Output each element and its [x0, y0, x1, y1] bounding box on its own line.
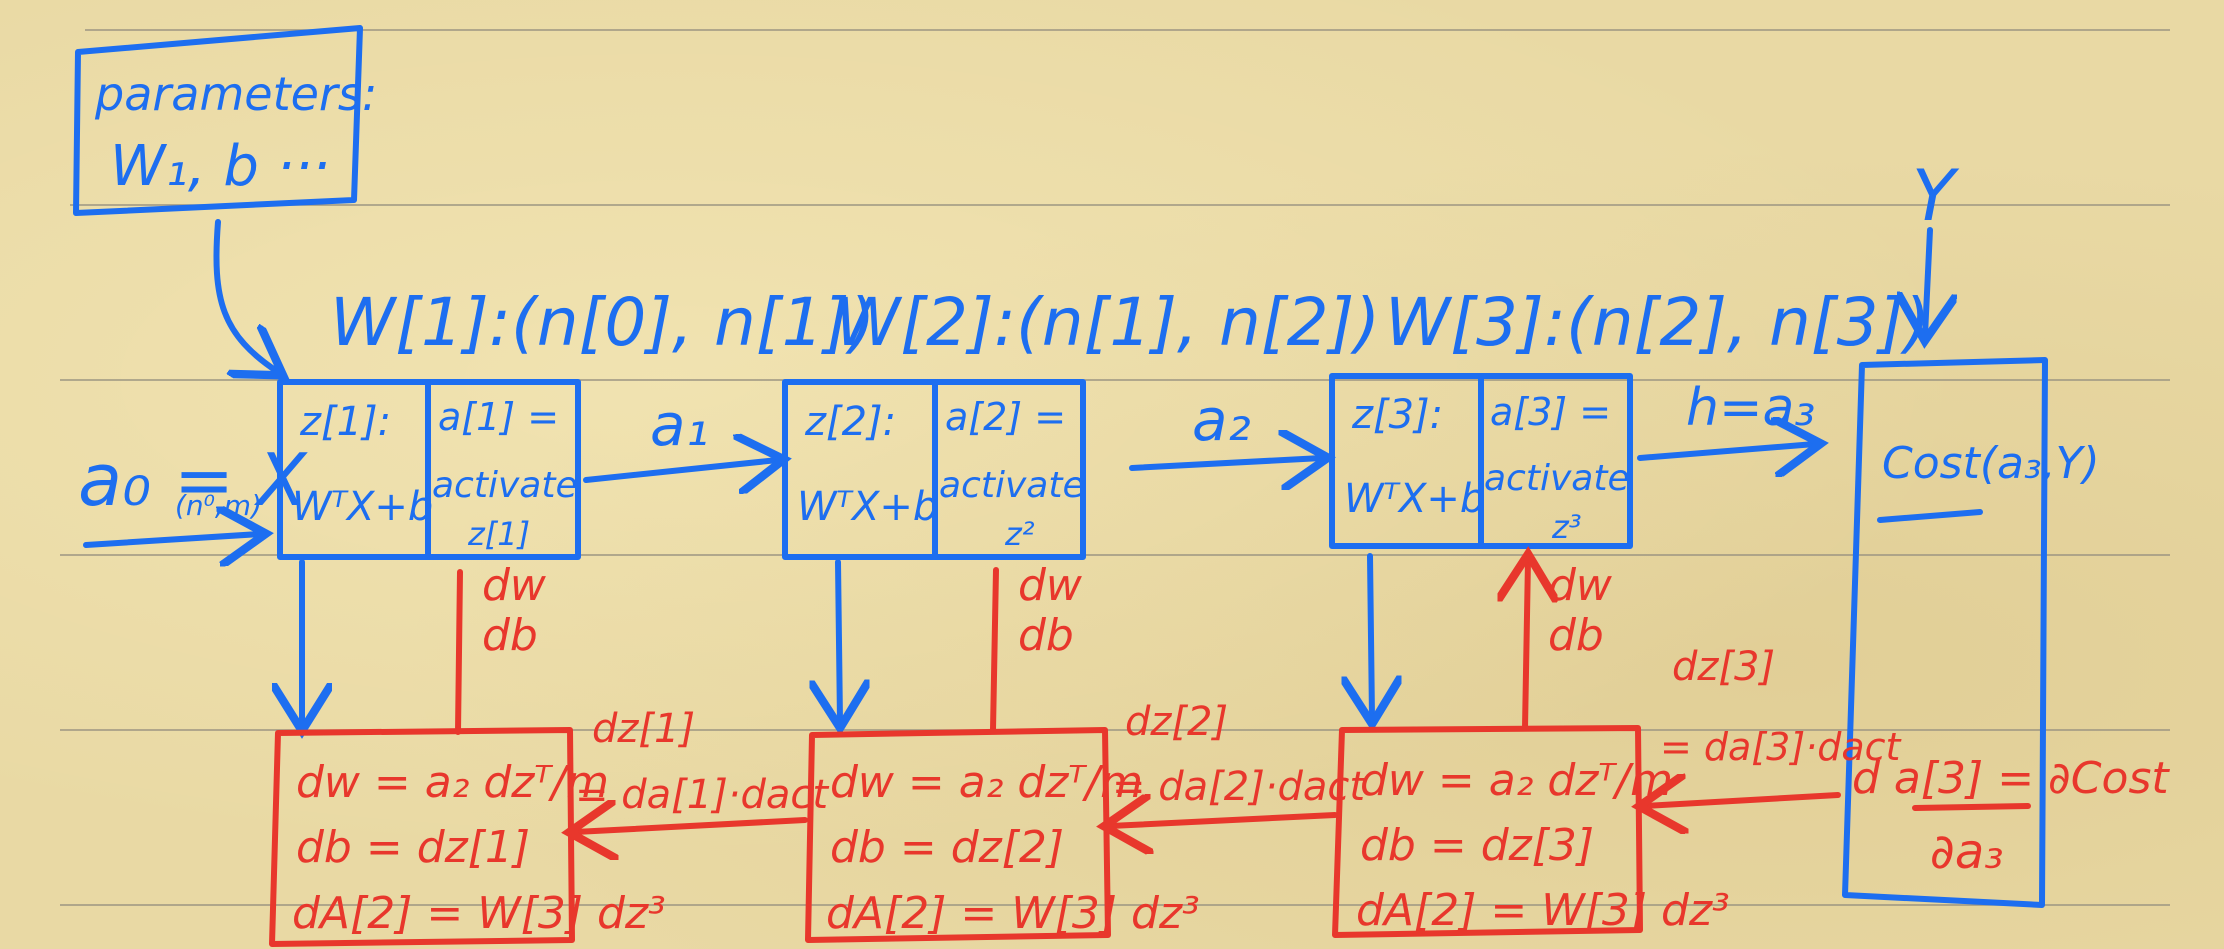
backward-dA-1: dA[2] = W[3] dz³	[292, 888, 666, 939]
cost-box: Y Cost(a₃,Y) d a[3] = ∂Cost ∂a₃	[1842, 155, 2170, 908]
cache-arrows	[302, 553, 1372, 725]
z-def-top-2: z[2]:	[804, 399, 896, 445]
dz-bottom-1: = da[1]·dact	[575, 772, 829, 818]
backward-db-2: db = dz[2]	[830, 822, 1064, 873]
grad-db-2: db	[1018, 610, 1074, 661]
z-def-bottom-3: WᵀX+b	[1344, 476, 1485, 522]
backward-arrow-3	[1645, 795, 1841, 806]
dz-top-2: dz[2]	[1125, 699, 1228, 745]
a-def-mid-1: activate	[432, 465, 578, 506]
target-label: Y	[1912, 155, 1960, 237]
dz-bottom-2: = da[2]·dact	[1112, 764, 1366, 810]
forward-layer-1: W[1]:(n[0], n[1]) z[1]: WᵀX+b a[1] = act…	[277, 284, 875, 560]
backward-box-2	[805, 727, 1111, 943]
backward-box-1	[269, 727, 575, 947]
grad-db-3: db	[1548, 610, 1604, 661]
cache-arrow-3	[1370, 553, 1372, 718]
forward-layer-2: W[2]:(n[1], n[2]) z[2]: WᵀX+b a[2] = act…	[782, 284, 1380, 560]
cost-deriv-top: d a[3] = ∂Cost	[1852, 753, 2170, 804]
grad-dw-3: dw	[1548, 560, 1613, 611]
dz-top-3: dz[3]	[1672, 644, 1775, 690]
backward-dw-2: dw = a₂ dzᵀ/m	[830, 757, 1143, 808]
forward-arrows: a₁ a₂ h=a₃	[583, 378, 1815, 480]
backward-block-2: dw = a₂ dzᵀ/m db = dz[2] dA[2] = W[3] dz…	[805, 727, 1200, 943]
weight-shape-2: W[2]:(n[1], n[2])	[835, 284, 1380, 361]
a-def-mid-2: activate	[939, 465, 1085, 506]
grad-line-2	[990, 567, 999, 733]
dz-top-1: dz[1]	[592, 706, 695, 752]
backward-db-1: db = dz[1]	[296, 822, 530, 873]
a-def-mid-3: activate	[1484, 458, 1630, 499]
a-def-bottom-3: z³	[1551, 508, 1582, 546]
backward-arrow-2	[1110, 815, 1338, 826]
a-def-bottom-2: z²	[1004, 515, 1035, 553]
params-to-layer1-arrow	[213, 219, 278, 372]
a-def-top-1: a[1] =	[438, 395, 559, 439]
grad-dw-2: dw	[1018, 560, 1083, 611]
z-def-bottom-2: WᵀX+b	[797, 484, 938, 530]
z-def-top-1: z[1]:	[299, 399, 391, 445]
grad-dw-1: dw	[482, 560, 547, 611]
a-def-top-3: a[3] =	[1490, 390, 1611, 434]
dz-bottom-3: = da[3]·dact	[1660, 725, 1903, 769]
input-dims: (n⁰,m)	[175, 489, 262, 522]
input-block: a₀ = X (n⁰,m)	[78, 438, 308, 545]
forward-arrow-2	[1129, 458, 1322, 468]
cache-arrow-2	[838, 559, 840, 722]
grad-db-1: db	[482, 610, 538, 661]
forward-arrow-label-1: a₁	[650, 391, 709, 459]
forward-layer-3: W[3]:(n[2], n[3]) z[3]: WᵀX+b a[3] = act…	[1329, 284, 1930, 549]
dz-links: dz[1] = da[1]·dact dz[2] = da[2]·dact dz…	[575, 644, 1903, 832]
target-arrow	[1925, 227, 1930, 335]
z-def-top-3: z[3]:	[1351, 392, 1443, 438]
parameters-values: W₁, b ···	[110, 134, 330, 199]
grad-line-1	[455, 569, 463, 735]
backward-block-3: dw = a₂ dzᵀ/m db = dz[3] dA[2] = W[3] dz…	[1332, 725, 1730, 938]
cost-box-outline	[1842, 357, 2048, 908]
backward-db-3: db = dz[3]	[1360, 820, 1594, 871]
forward-arrow-1	[583, 460, 778, 480]
cost-label: Cost(a₃,Y)	[1882, 438, 2100, 489]
backward-dA-3: dA[2] = W[3] dz³	[1356, 885, 1730, 936]
gradient-lines: dw db dw db dw db	[455, 560, 1613, 735]
grad-line-3	[1525, 560, 1528, 731]
forward-arrow-3	[1637, 444, 1815, 458]
backward-dw-1: dw = a₂ dzᵀ/m	[296, 757, 609, 808]
parameters-label: parameters:	[94, 67, 377, 121]
a-def-bottom-1: z[1]	[467, 515, 530, 553]
parameters-box: parameters: W₁, b ···	[73, 25, 377, 372]
forward-arrow-label-3: h=a₃	[1686, 378, 1815, 438]
backward-block-1: dw = a₂ dzᵀ/m db = dz[1] dA[2] = W[3] dz…	[269, 727, 666, 947]
backward-dw-3: dw = a₂ dzᵀ/m	[1360, 755, 1673, 806]
weight-shape-1: W[1]:(n[0], n[1])	[330, 284, 875, 361]
a-def-top-2: a[2] =	[945, 395, 1066, 439]
cost-deriv-bottom: ∂a₃	[1930, 824, 2003, 880]
weight-shape-3: W[3]:(n[2], n[3])	[1385, 284, 1930, 361]
input-arrow	[83, 534, 260, 545]
forward-arrow-label-2: a₂	[1192, 386, 1251, 454]
backward-box-3	[1332, 725, 1643, 938]
backward-dA-2: dA[2] = W[3] dz³	[826, 888, 1200, 939]
backward-arrow-1	[575, 820, 808, 832]
z-def-bottom-1: WᵀX+b	[292, 484, 433, 530]
